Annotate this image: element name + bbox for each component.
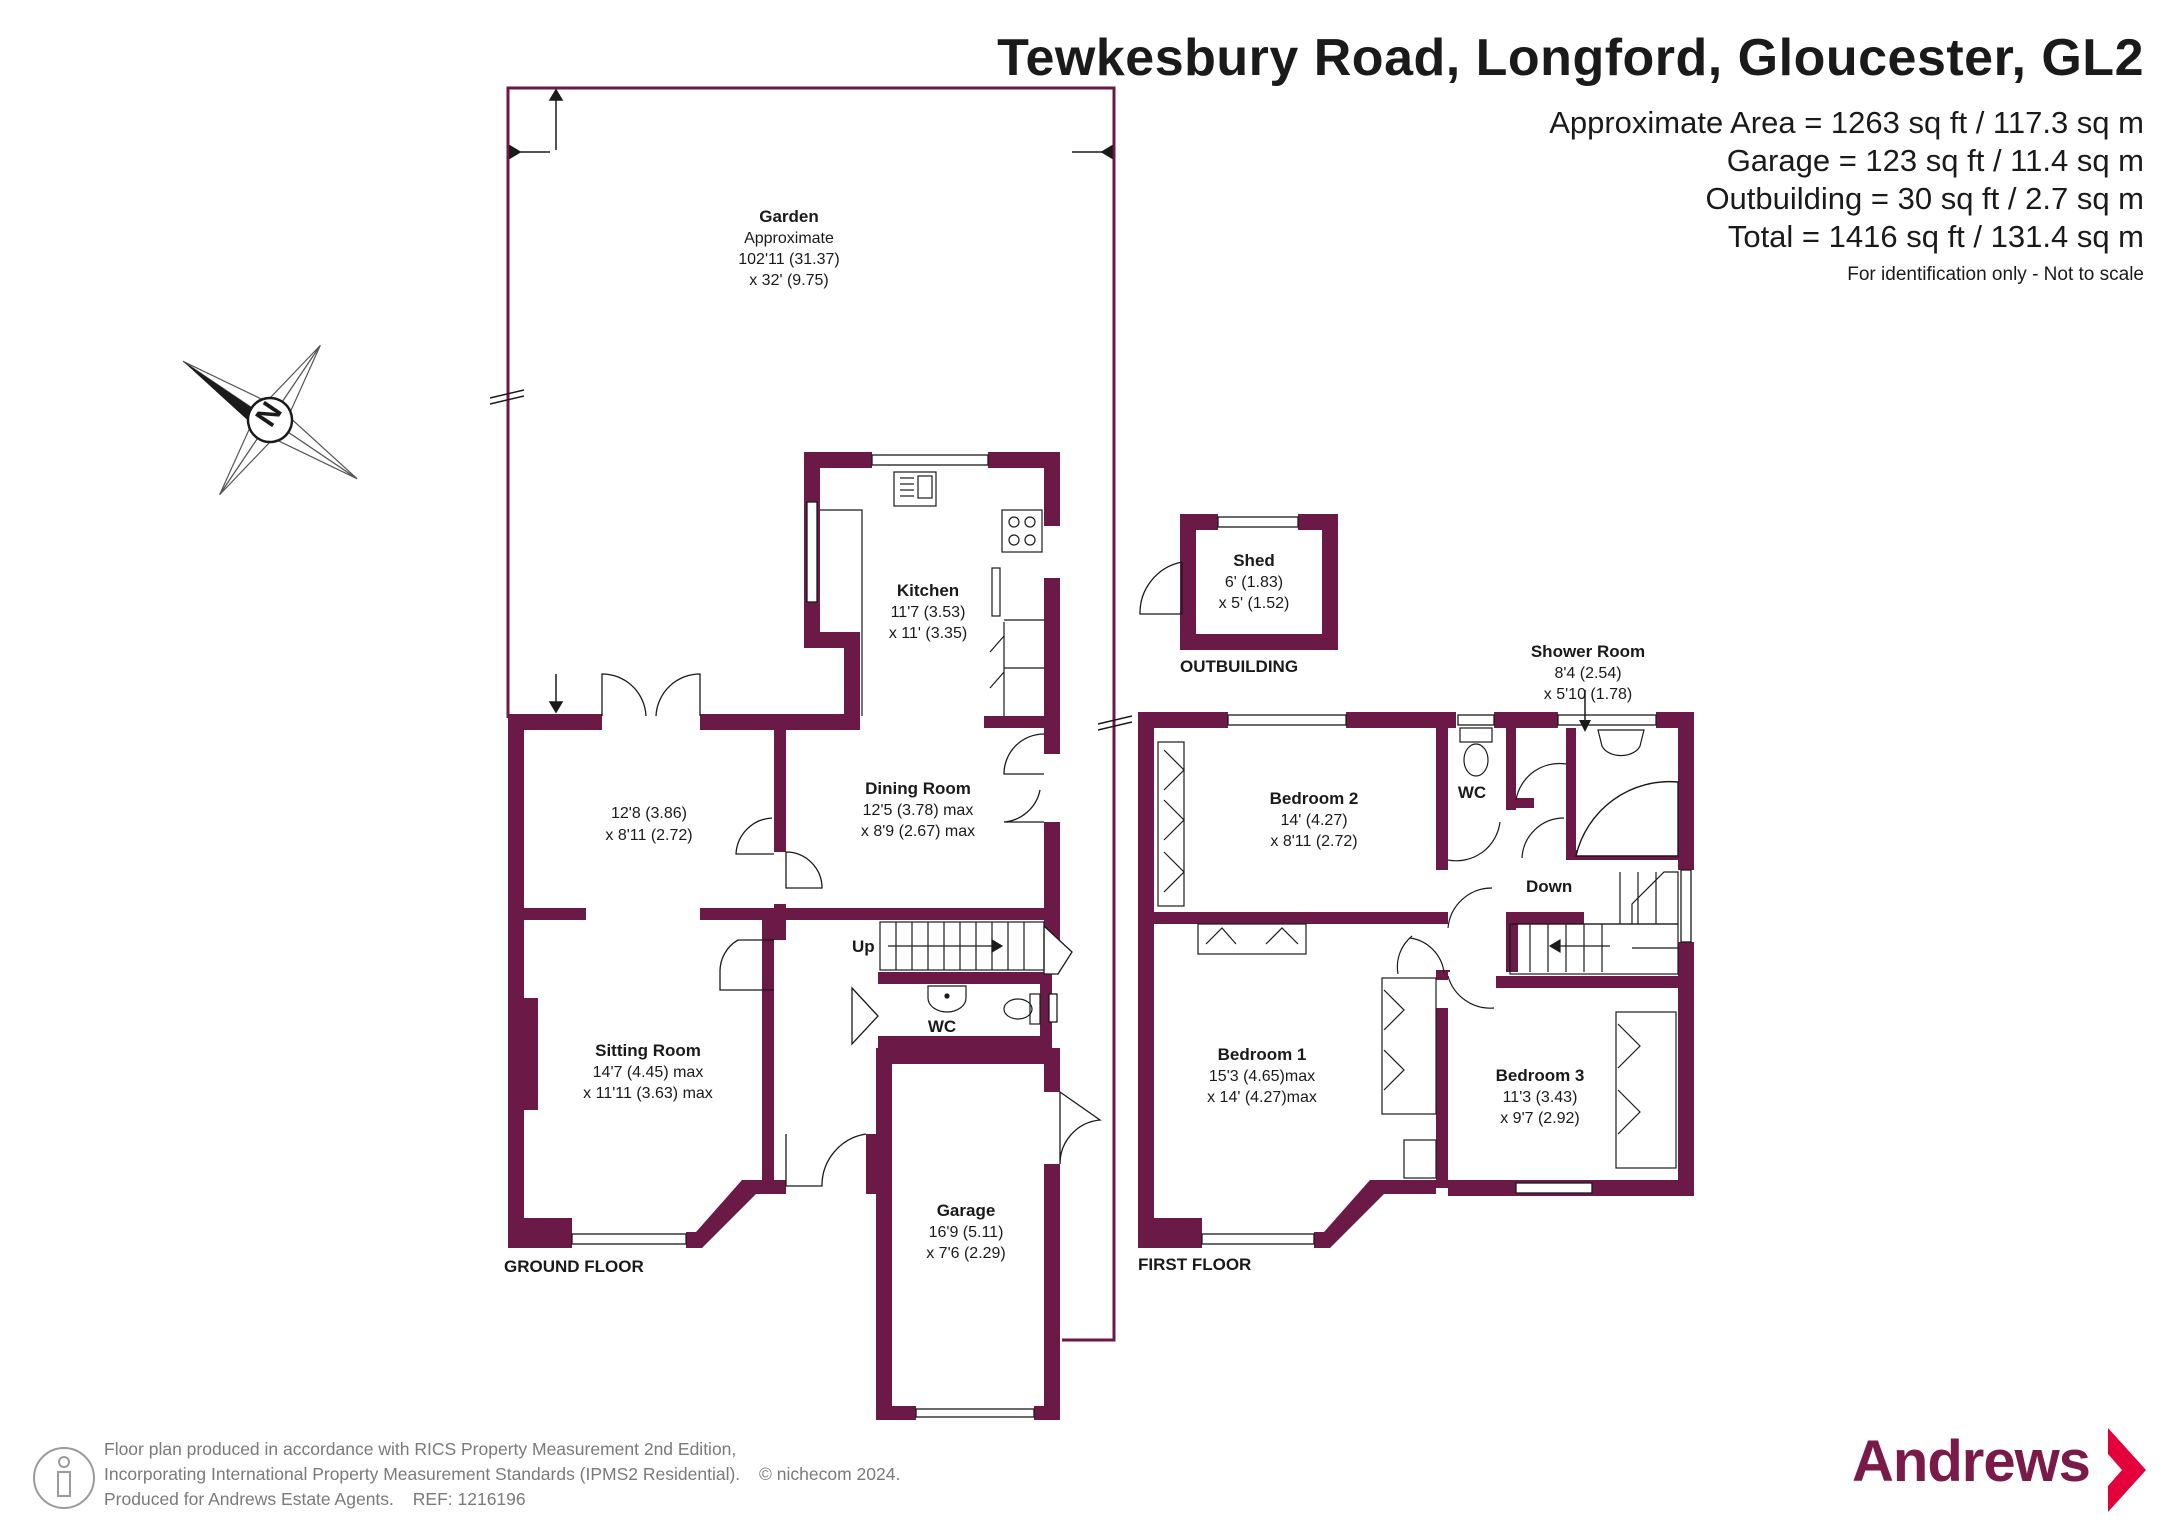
kitchen-dim-1: 11'7 (3.53) [891,604,966,621]
footer-line-3: Produced for Andrews Estate Agents. [104,1489,394,1509]
footer-notes: Floor plan produced in accordance with R… [104,1437,914,1512]
shower-room-name: Shower Room [1531,642,1645,661]
area-garage: Garage = 123 sq ft / 11.4 sq m [1726,143,2144,178]
shower-room-pointer-head [1579,720,1591,732]
shed-name: Shed [1233,551,1275,570]
ground-floor-walls [508,452,1060,1420]
room-a-dim-2: x 8'11 (2.72) [605,827,692,844]
bedroom-2-name: Bedroom 2 [1270,789,1359,808]
ground-floor-doors [601,673,1102,1187]
brand-logo: Andrews [1852,1429,2091,1494]
area-total: Total = 1416 sq ft / 131.4 sq m [1727,219,2144,254]
footer-line-2-row: Incorporating International Property Mea… [104,1462,914,1487]
shower-room-dim-2: x 5'10 (1.78) [1544,686,1632,703]
shower-room-dim-1: 8'4 (2.54) [1554,665,1621,682]
sitting-dim-1: 14'7 (4.45) max [593,1064,704,1081]
bedroom-1-dim-1: 15'3 (4.65)max [1209,1068,1315,1085]
garden-name: Garden [759,207,819,226]
person-info-icon [33,1447,95,1509]
footer-copyright: © nichecom 2024. [759,1464,901,1484]
down-label: Down [1526,877,1572,896]
sitting-dim-2: x 11'11 (3.63) max [583,1085,713,1102]
ground-floor-windows [571,454,1058,1418]
page-title: Tewkesbury Road, Longford, Gloucester, G… [997,29,2144,87]
bedroom-3-dim-1: 11'3 (3.43) [1503,1089,1578,1106]
area-approx: Approximate Area = 1263 sq ft / 117.3 sq… [1549,105,2144,140]
garage-name: Garage [937,1201,996,1220]
first-floor-windows [1201,714,1692,1245]
bedroom-2-dim-2: x 8'11 (2.72) [1270,833,1357,850]
shed-dim-2: x 5' (1.52) [1219,595,1290,612]
garden-approx: Approximate [744,230,834,247]
dining-name: Dining Room [865,779,971,798]
first-floor-label: FIRST FLOOR [1138,1255,1251,1274]
bedroom-1-name: Bedroom 1 [1218,1045,1307,1064]
ground-floor-label: GROUND FLOOR [504,1257,644,1276]
footer-line-2: Incorporating International Property Mea… [104,1464,741,1484]
first-floor-fittings [1157,727,1679,1179]
first-wc-label: WC [1458,783,1486,802]
kitchen-dim-2: x 11' (3.35) [889,625,967,642]
bedroom-3-name: Bedroom 3 [1496,1066,1585,1085]
first-floor-walls [1138,712,1694,1248]
up-label: Up [852,937,875,956]
scale-disclaimer: For identification only - Not to scale [1847,264,2144,285]
garage-dim-2: x 7'6 (2.29) [926,1245,1006,1262]
dining-dim-2: x 8'9 (2.67) max [861,823,975,840]
footer-line-1: Floor plan produced in accordance with R… [104,1439,737,1459]
bedroom-2-dim-1: 14' (4.27) [1280,812,1347,829]
brand-chevron-icon [2108,1428,2146,1512]
area-outbuilding: Outbuilding = 30 sq ft / 2.7 sq m [1705,181,2144,216]
bedroom-1-dim-2: x 14' (4.27)max [1207,1089,1317,1106]
garage-dim-1: 16'9 (5.11) [929,1224,1004,1241]
footer-line-3-row: Produced for Andrews Estate Agents. REF:… [104,1487,914,1512]
outbuilding-label: OUTBUILDING [1180,657,1298,676]
first-floor-stairs [1509,871,1679,975]
ground-floor-stairs [879,921,1045,971]
shed-walls [1180,514,1338,650]
kitchen-name: Kitchen [897,581,959,600]
kitchen-fittings [820,471,1044,716]
ground-floor-wc-fittings [927,985,1041,1025]
garden-dimension-arrows [489,88,1133,731]
compass-rose [182,344,358,496]
footer-ref: REF: 1216196 [412,1489,526,1509]
dining-dim-1: 12'5 (3.78) max [863,802,974,819]
area-summary: Approximate Area = 1263 sq ft / 117.3 sq… [1549,104,2144,290]
garden-dim-1: 102'11 (31.37) [738,251,840,268]
garden-outline [506,86,1116,1342]
garden-dim-2: x 32' (9.75) [749,272,829,289]
shed-window-door [1139,516,1299,615]
ground-wc-label: WC [928,1017,956,1036]
bedroom-3-dim-2: x 9'7 (2.92) [1500,1110,1580,1127]
sitting-name: Sitting Room [595,1041,701,1060]
shed-dim-1: 6' (1.83) [1225,574,1283,591]
room-a-dim-1: 12'8 (3.86) [611,805,687,822]
